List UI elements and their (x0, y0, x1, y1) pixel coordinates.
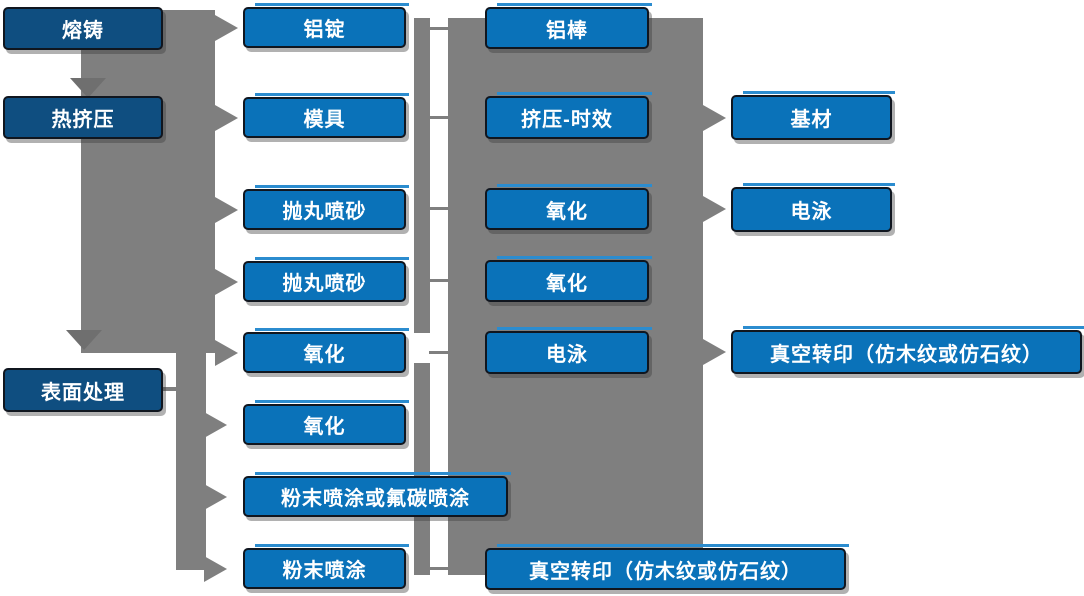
arrowhead-right-icon (703, 105, 726, 131)
node-oxidation-2: 氧化 (243, 400, 409, 445)
node-extrusion-aging: 挤压-时效 (485, 92, 652, 139)
node-hot-extrusion: 热挤压 (3, 96, 163, 139)
node-powder-or-fluorocarbon-coating: 粉末喷涂或氟碳喷涂 (243, 472, 511, 517)
arrowhead-right-icon (215, 197, 238, 223)
arrowhead-right-icon (215, 269, 238, 295)
node-oxidation-1: 氧化 (243, 328, 409, 373)
tick-link-powder-vacuum (429, 567, 449, 570)
tick-link-ingot-rod (429, 27, 449, 30)
node-aluminum-rod: 铝棒 (485, 3, 652, 49)
node-mold: 模具 (243, 93, 409, 138)
tick-link-mold-extrusion (429, 116, 449, 119)
connector-bar-middle-upper (414, 18, 430, 333)
arrowhead-right-icon (204, 412, 227, 438)
arrowhead-right-icon (703, 196, 726, 222)
node-shot-blasting-2: 抛丸喷砂 (243, 257, 409, 302)
tick-link-blasting2-oxidation (429, 279, 449, 282)
node-vacuum-transfer-bottom: 真空转印（仿木纹或仿石纹） (485, 544, 849, 590)
node-powder-coating: 粉末喷涂 (243, 544, 409, 589)
arrowhead-right-icon (215, 105, 238, 131)
arrowhead-right-icon (204, 484, 227, 510)
node-oxidation-3: 氧化 (485, 184, 652, 230)
connector-bar-surface-treatment (176, 340, 206, 570)
tick-link-blasting1-oxidation (429, 207, 449, 210)
connector-band-left (81, 10, 215, 353)
connector-bar-middle-lower (414, 363, 430, 575)
node-aluminum-ingot: 铝锭 (243, 3, 409, 48)
node-electrophoresis-2: 电泳 (731, 183, 895, 232)
node-electrophoresis-1: 电泳 (485, 327, 652, 374)
node-base-material: 基材 (731, 91, 895, 140)
node-shot-blasting-1: 抛丸喷砂 (243, 185, 409, 230)
node-melting: 熔铸 (3, 7, 163, 50)
arrowhead-down-icon (70, 78, 106, 98)
arrowhead-right-icon (703, 339, 726, 365)
node-surface-treatment: 表面处理 (3, 368, 163, 412)
node-vacuum-transfer-right: 真空转印（仿木纹或仿石纹） (731, 326, 1084, 374)
arrowhead-right-icon (215, 15, 238, 41)
connector-surface-treatment-stub (158, 387, 178, 391)
arrowhead-right-icon (215, 340, 238, 366)
arrowhead-right-icon (204, 556, 227, 582)
tick-link-oxidation-electrophoresis (429, 351, 449, 354)
arrowhead-down-icon (66, 330, 102, 350)
node-oxidation-4: 氧化 (485, 256, 652, 302)
